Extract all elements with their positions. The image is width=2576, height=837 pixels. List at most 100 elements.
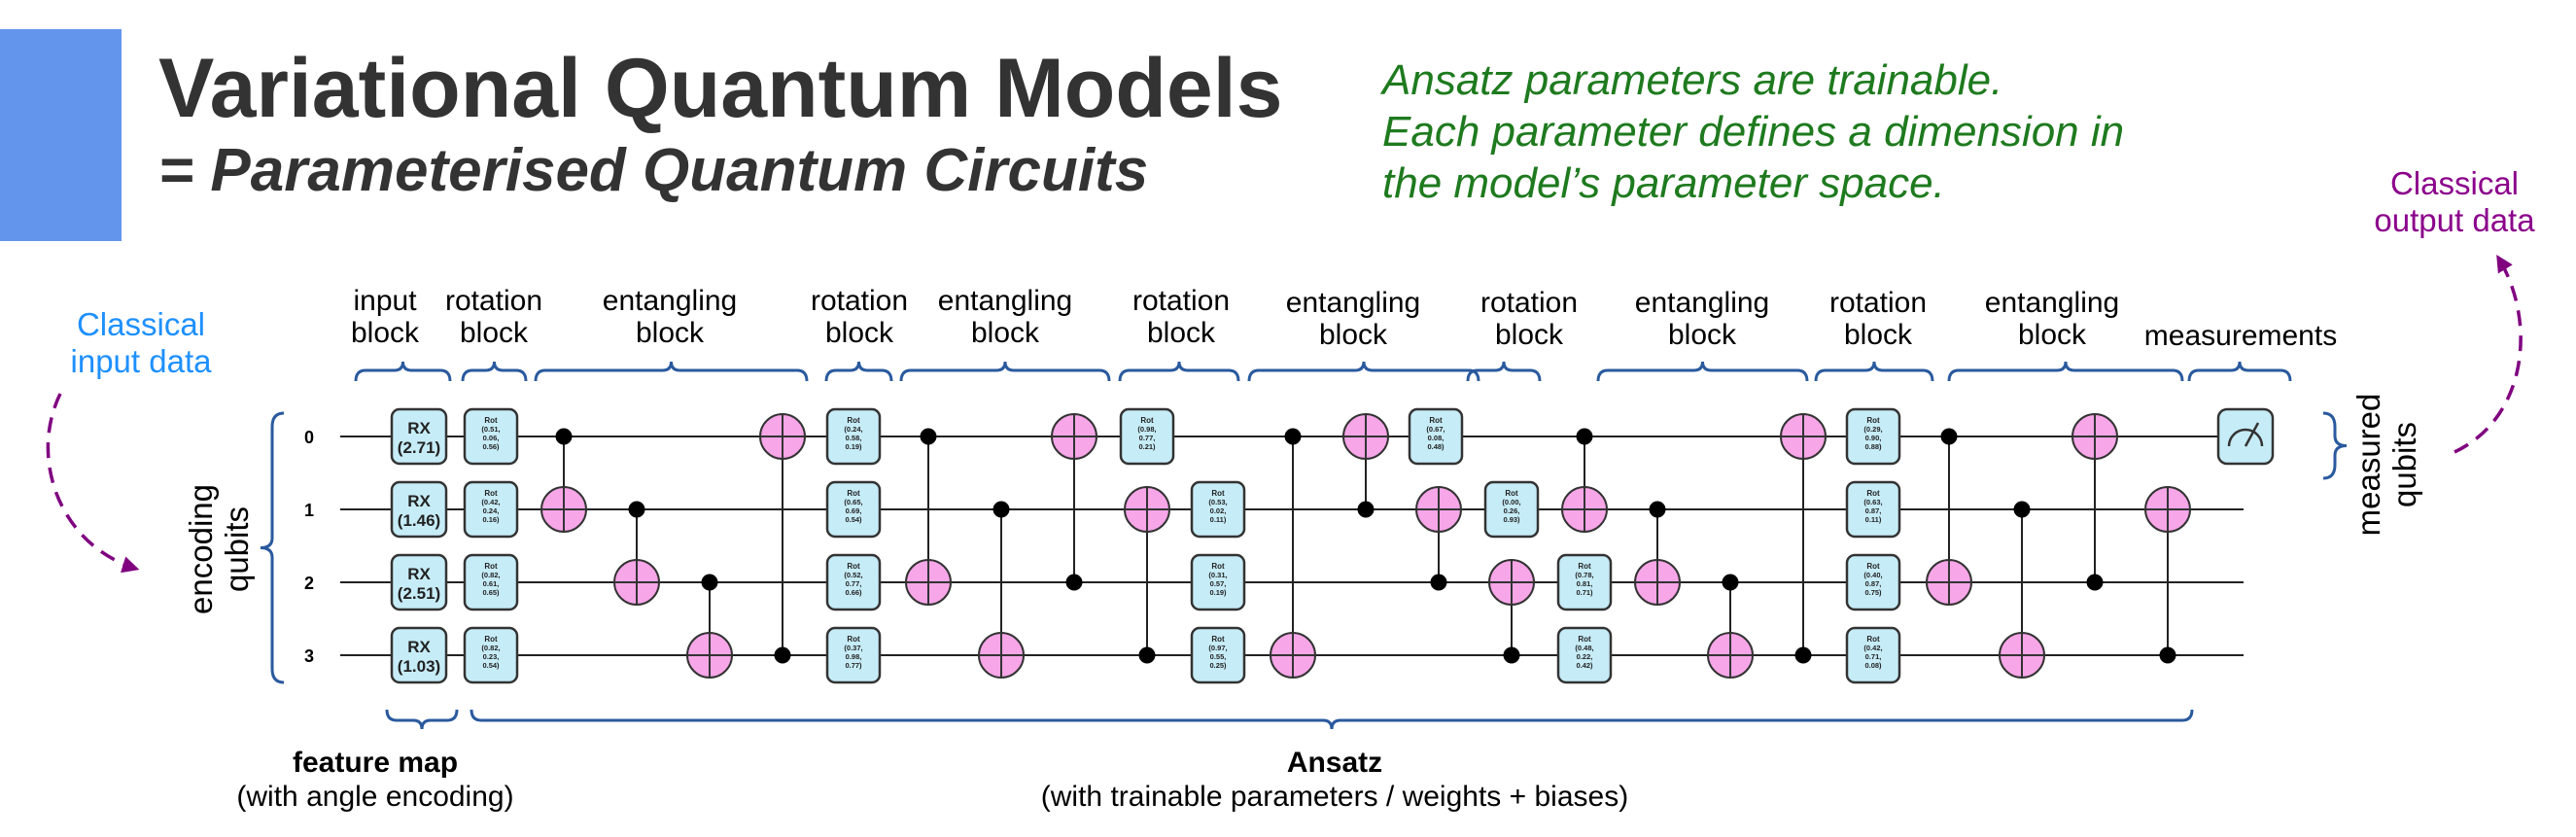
control-dot <box>1940 428 1958 445</box>
gate-box <box>1190 626 1246 684</box>
cnot-target <box>1270 632 1316 679</box>
gate-param: 0.98, <box>846 652 862 661</box>
gate-param: (0.37, <box>844 644 862 652</box>
gate-param: 0.77, <box>846 579 862 588</box>
gate-param: 0.02, <box>1210 506 1227 515</box>
note-line: Each parameter defines a dimension in <box>1382 108 2125 156</box>
gate-label: Rot <box>1505 489 1518 498</box>
gate-label: Rot <box>1866 635 1880 644</box>
gate-box <box>1119 407 1175 466</box>
rot-gate: Rot(0.24,0.58,0.19) <box>825 407 882 466</box>
classical-output-line: Classical <box>2389 165 2520 201</box>
cnot-target <box>1707 632 1754 679</box>
rx-gate: RX(2.51) <box>390 553 448 611</box>
gate-param: 0.87, <box>1865 579 1882 588</box>
section-brace <box>354 361 452 382</box>
control-dot <box>2159 646 2176 664</box>
page-subtitle: = Parameterised Quantum Circuits <box>158 137 1149 204</box>
section-brace <box>2187 361 2292 382</box>
gate-box <box>1190 480 1246 539</box>
section-label-entangling: entangling <box>1985 287 2119 319</box>
gate-box <box>825 626 882 684</box>
qubit-label: 3 <box>304 646 314 666</box>
gate-param: 0.21) <box>1138 442 1156 451</box>
control-dot <box>2013 501 2031 518</box>
qubit-label: 0 <box>304 428 314 447</box>
braces <box>260 361 2348 730</box>
gate-param: 0.57, <box>1210 579 1227 588</box>
gate-param: (1.46) <box>398 511 440 530</box>
gate-box <box>390 626 448 684</box>
section-label-rotation: block <box>825 317 894 349</box>
section-label-entangling: entangling <box>1286 287 1420 319</box>
gate-box <box>1845 553 1901 611</box>
control-dot <box>1649 501 1666 518</box>
gate-param: 0.66) <box>845 588 862 597</box>
encoding-qubits-label: encoding <box>183 484 219 614</box>
section-brace <box>461 361 528 382</box>
gate-param: 0.24, <box>483 506 500 515</box>
cnot-target <box>978 632 1025 679</box>
gate-param: (0.42, <box>1863 644 1882 652</box>
section-label-rotation: rotation <box>1829 287 1927 319</box>
gate-param: (0.42, <box>481 498 500 506</box>
gate-box <box>390 480 448 539</box>
section-label-rotation: rotation <box>1132 285 1230 317</box>
section-label-entangling: block <box>636 317 705 349</box>
gate-label: Rot <box>847 416 860 425</box>
rot-gate: Rot(0.37,0.98,0.77) <box>825 626 882 684</box>
gate-label: Rot <box>1866 416 1880 425</box>
classical-output-line: output data <box>2374 202 2535 238</box>
gate-label: Rot <box>1578 635 1591 644</box>
section-brace <box>1596 361 1809 382</box>
section-brace <box>1247 361 1480 382</box>
cnot-target <box>1124 486 1170 533</box>
gate-param: 0.90, <box>1865 434 1882 442</box>
section-label-rotation: rotation <box>1480 287 1578 319</box>
measured-qubits-brace <box>2322 411 2348 480</box>
cnot-target <box>905 559 952 606</box>
page-title: Variational Quantum Models <box>158 42 1283 135</box>
rot-gate: Rot(0.82,0.61,0.65) <box>463 553 519 611</box>
cnot-target <box>2071 413 2118 460</box>
control-dot <box>1503 646 1520 664</box>
gate-param: 0.42) <box>1576 661 1593 670</box>
measured-qubits-label: measured <box>2350 394 2386 537</box>
gate-param: 0.26, <box>1504 506 1520 515</box>
classical-input-line: Classical <box>76 306 206 342</box>
gate-param: (1.03) <box>398 657 440 676</box>
control-dot <box>1284 428 1302 445</box>
control-dot <box>701 574 718 591</box>
control-dot <box>2086 574 2104 591</box>
gate-box <box>463 407 519 466</box>
rot-gate: Rot(0.42,0.24,0.16) <box>463 480 519 539</box>
gate-param: 0.77, <box>1139 434 1156 442</box>
gate-box <box>1483 480 1540 539</box>
gate-param: 0.61, <box>483 579 500 588</box>
gate-label: Rot <box>484 489 498 498</box>
feature-map-title: feature map <box>293 747 458 779</box>
accent-block <box>0 29 122 241</box>
classical-output-label: Classical output data <box>2357 165 2552 239</box>
measured-qubits-label: qubits <box>2386 422 2422 507</box>
cnot-target <box>1561 486 1608 533</box>
rot-gate: Rot(0.65,0.69,0.54) <box>825 480 882 539</box>
cnot-target <box>1342 413 1389 460</box>
section-label-entangling: block <box>971 317 1040 349</box>
gate-param: 0.87, <box>1865 506 1882 515</box>
gate-param: 0.19) <box>1209 588 1227 597</box>
gate-param: (0.78, <box>1575 571 1593 579</box>
gate-param: (0.63, <box>1863 498 1882 506</box>
gate-param: (0.51, <box>481 425 500 434</box>
gate-param: 0.11) <box>1210 515 1227 524</box>
gate-param: (0.31, <box>1208 571 1227 579</box>
gate-box <box>1556 553 1613 611</box>
section-label-entangling: entangling <box>603 285 737 317</box>
gate-param: (0.65, <box>844 498 862 506</box>
gate-label: RX <box>407 492 431 510</box>
cnot-target <box>1488 559 1535 606</box>
control-dot <box>1722 574 1739 591</box>
ansatz-title: Ansatz <box>1287 747 1382 779</box>
gate-param: (0.29, <box>1863 425 1882 434</box>
gate-param: 0.75) <box>1864 588 1882 597</box>
